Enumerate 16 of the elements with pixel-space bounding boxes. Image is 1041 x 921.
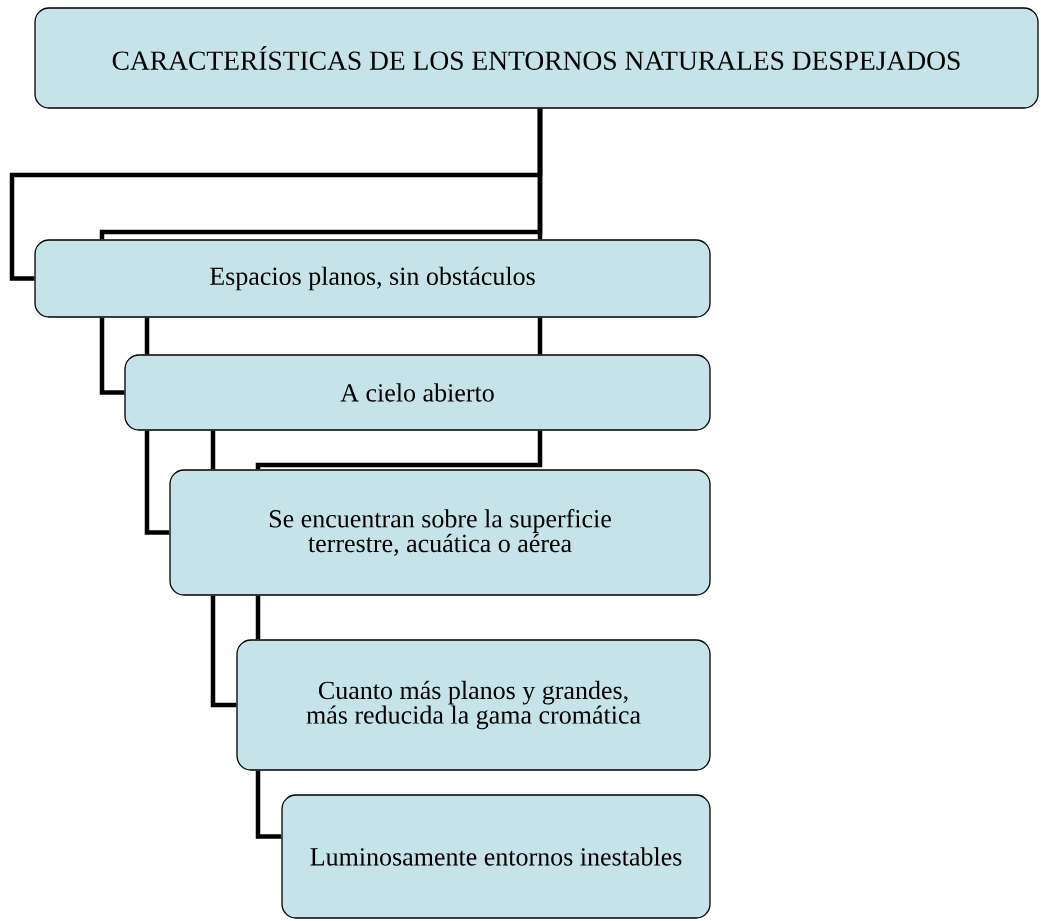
connector-line [210, 595, 237, 708]
connector-line [99, 108, 543, 240]
connector-line [144, 430, 170, 535]
process-box: CARACTERÍSTICAS DE LOS ENTORNOS NATURALES DESPEJADOS [34, 7, 1039, 109]
connector-line [537, 317, 543, 355]
connector-line [99, 317, 125, 395]
connector-line [210, 430, 216, 470]
connector-line [255, 770, 282, 839]
connector-line [144, 317, 150, 355]
connector-line [255, 430, 543, 470]
connector-line [255, 595, 261, 640]
process-box: A cielo abierto [124, 354, 711, 431]
process-box: Cuanto más planos y grandes, más reducida la gama cromática [236, 639, 711, 771]
process-box: Luminosamente entornos inestables [281, 794, 711, 919]
process-box: Espacios planos, sin obstáculos [34, 239, 711, 318]
process-box: Se encuentran sobre la superficie terrestre, acuática o aérea [169, 469, 711, 596]
